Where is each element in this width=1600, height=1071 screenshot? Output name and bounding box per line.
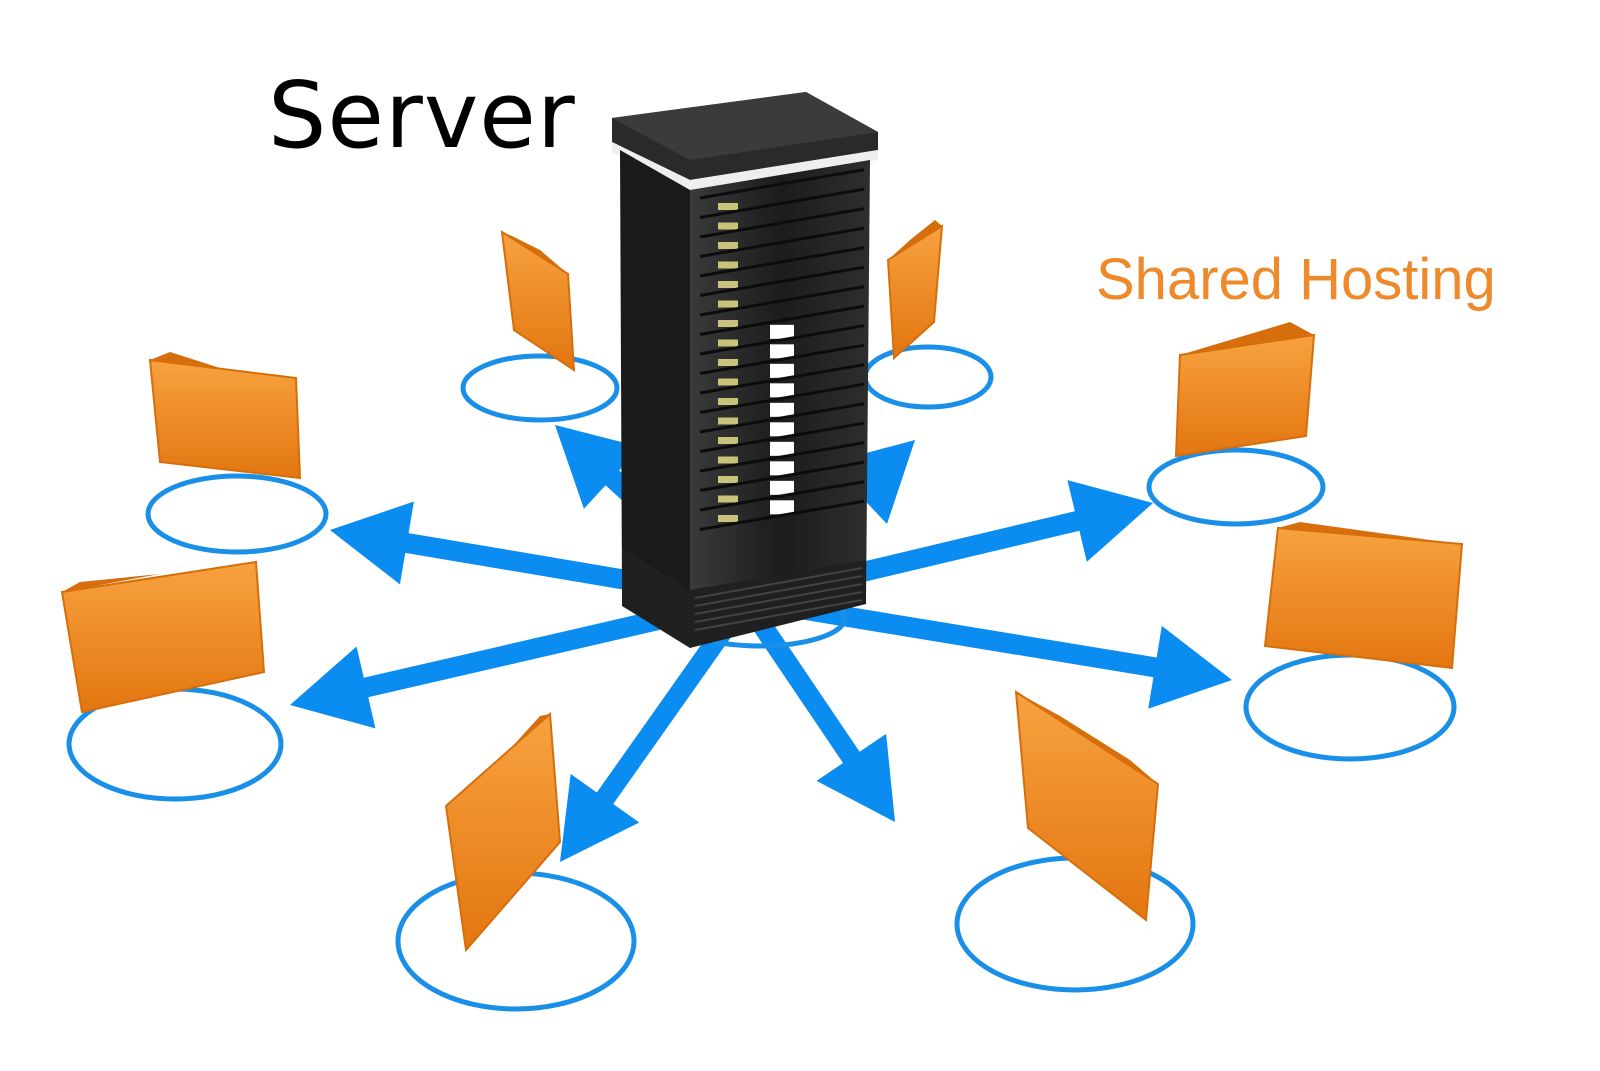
server-label: Server	[268, 62, 576, 169]
arrow-icon	[736, 594, 895, 822]
server-rack-icon	[612, 92, 878, 648]
ring-icon	[1146, 447, 1326, 527]
ring-icon	[145, 473, 329, 555]
folder-icon	[1263, 522, 1464, 670]
shared-hosting-label: Shared Hosting	[1096, 247, 1496, 312]
ring-icon	[862, 344, 994, 410]
folder-icon	[886, 220, 944, 361]
folder-icon	[148, 352, 302, 480]
ring-icon	[954, 855, 1196, 993]
folder-icon	[1174, 322, 1316, 458]
folder-icon	[60, 560, 266, 714]
folder-icon	[444, 711, 562, 953]
arrow-icon	[290, 590, 748, 729]
ring-icon	[460, 353, 620, 423]
arrow-icon	[743, 590, 1232, 709]
arrow-icon	[560, 594, 754, 862]
folder-icon	[1014, 690, 1160, 922]
ring-icon	[1243, 652, 1457, 762]
folder-icon	[500, 230, 576, 372]
